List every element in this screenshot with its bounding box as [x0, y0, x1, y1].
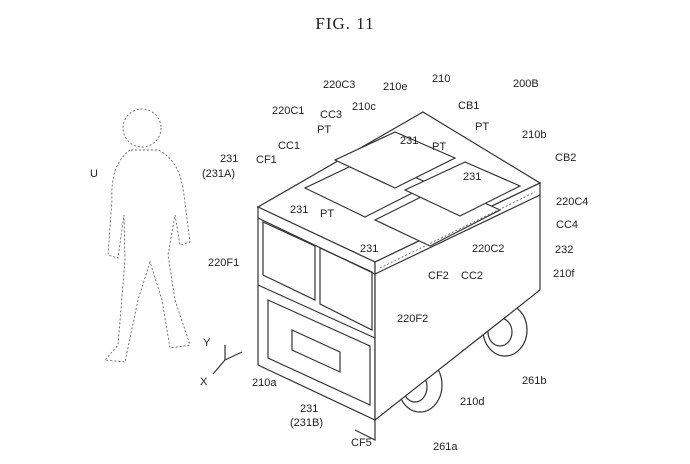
label-pt3: PT — [432, 141, 446, 153]
label-robot: 200B — [513, 78, 539, 90]
label-cover-f2: 220F2 — [397, 313, 428, 325]
label-cc1: CC1 — [278, 140, 300, 152]
label-axis-x: X — [200, 376, 208, 388]
label-box-top4: 231 — [360, 243, 378, 255]
label-side-c: 210c — [352, 101, 376, 113]
label-cc3: CC3 — [320, 109, 342, 121]
label-user: U — [90, 168, 98, 180]
label-cb1: CB1 — [458, 100, 479, 112]
label-panel: 232 — [555, 244, 573, 256]
label-cf2: CF2 — [428, 270, 449, 282]
label-wheel-a: 261a — [433, 441, 458, 453]
axis-indicator — [212, 345, 243, 375]
label-axis-y: Y — [203, 337, 211, 349]
label-box-top3: 231 — [290, 204, 308, 216]
label-pt1: PT — [317, 124, 331, 136]
label-cb2: CB2 — [555, 152, 576, 164]
label-side-a: 210a — [252, 377, 277, 389]
label-box-b-sub: (231B) — [290, 417, 323, 429]
label-cover-c4: 220C4 — [556, 196, 588, 208]
reference-labels: U 200B 210 210e 220C3 210c CB1 220C1 CC3… — [90, 73, 588, 453]
label-box-a: 231 — [220, 153, 238, 165]
label-cover-c3: 220C3 — [323, 79, 355, 91]
user-figure — [104, 108, 191, 363]
label-box-b: 231 — [300, 403, 318, 415]
label-cc4: CC4 — [556, 219, 578, 231]
label-body: 210 — [432, 73, 450, 85]
label-pt2: PT — [475, 121, 489, 133]
label-cover-c2: 220C2 — [472, 243, 504, 255]
robot-body — [256, 111, 542, 422]
label-pt4: PT — [320, 208, 334, 220]
label-cover-f1: 220F1 — [208, 257, 239, 269]
label-cover-c1: 220C1 — [272, 105, 304, 117]
label-top-face: 210e — [383, 81, 407, 93]
label-box-a-sub: (231A) — [202, 168, 235, 180]
label-side-f: 210f — [553, 268, 575, 280]
label-cf5: CF5 — [351, 437, 372, 449]
label-box-top1: 231 — [400, 135, 418, 147]
label-side-b: 210b — [522, 129, 546, 141]
label-wheel-b: 261b — [522, 375, 546, 387]
label-side-d: 210d — [460, 396, 484, 408]
label-cf1: CF1 — [256, 154, 277, 166]
label-box-top2: 231 — [463, 171, 481, 183]
figure-title: FIG. 11 — [315, 14, 375, 33]
label-cc2: CC2 — [461, 270, 483, 282]
